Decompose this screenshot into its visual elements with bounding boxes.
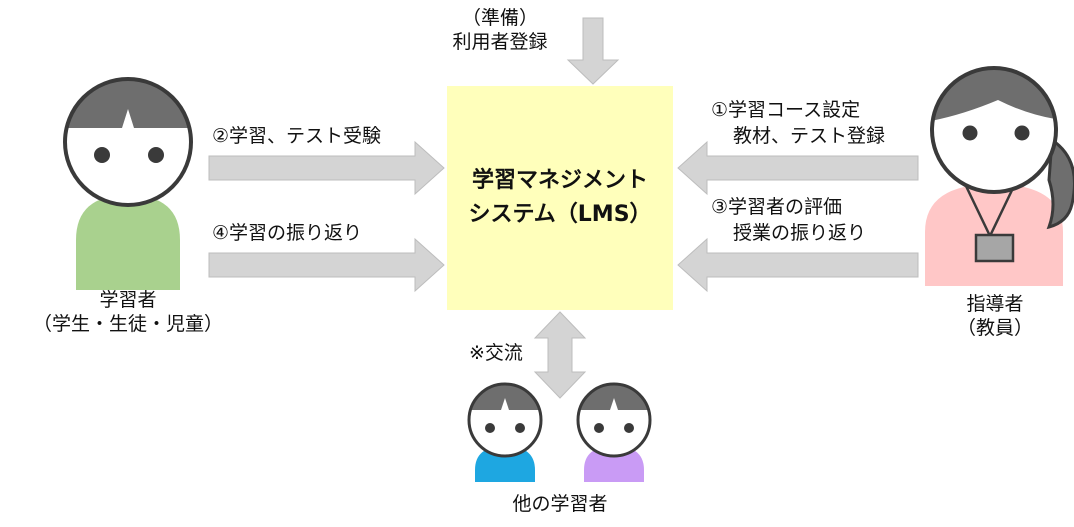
- lms-title: 学習マネジメント システム（LMS）: [447, 164, 673, 232]
- arrow-evaluation: [677, 237, 919, 293]
- learner-hair: [65, 79, 191, 128]
- teacher-eye-left: [962, 125, 978, 141]
- teacher-caption: 指導者 （教員）: [956, 293, 1033, 339]
- other-learner-2: [576, 382, 652, 482]
- course-setup-label-1: ①学習コース設定: [711, 99, 861, 121]
- other-learner-1-body: [475, 446, 535, 482]
- arrow-prep-down: [566, 17, 620, 85]
- other-learner-1: [467, 382, 543, 482]
- evaluation-label-1: ③学習者の評価: [711, 196, 843, 218]
- course-setup-label-2: 教材、テスト登録: [733, 125, 886, 147]
- study-test-label: ②学習、テスト受験: [212, 125, 382, 147]
- arrow-reflection: [208, 237, 445, 293]
- learner-eye-left: [94, 147, 110, 163]
- arrow-course-setup: [677, 140, 919, 196]
- other-learners-caption: 他の学習者: [512, 493, 608, 515]
- exchange-label: ※交流: [469, 342, 523, 364]
- teacher-ponytail: [1046, 137, 1074, 230]
- learner-caption: 学習者 （学生・生徒・児童）: [32, 289, 223, 335]
- learner-figure: [63, 77, 193, 290]
- arrow-study-test: [208, 140, 445, 196]
- lms-title-line2: システム（LMS）: [468, 202, 652, 227]
- reflection-label: ④学習の振り返り: [212, 222, 363, 244]
- learner-body: [76, 195, 180, 290]
- lms-box: [447, 86, 673, 310]
- prep-label: （準備） 利用者登録: [452, 7, 548, 53]
- arrow-exchange: [533, 311, 587, 399]
- other-learner-2-body: [584, 446, 644, 482]
- evaluation-label-2: 授業の振り返り: [733, 222, 867, 244]
- lms-title-line1: 学習マネジメント: [471, 168, 648, 193]
- teacher-figure: [925, 66, 1074, 286]
- id-badge: [974, 233, 1015, 263]
- teacher-eye-right: [1014, 125, 1030, 141]
- learner-eye-right: [148, 147, 164, 163]
